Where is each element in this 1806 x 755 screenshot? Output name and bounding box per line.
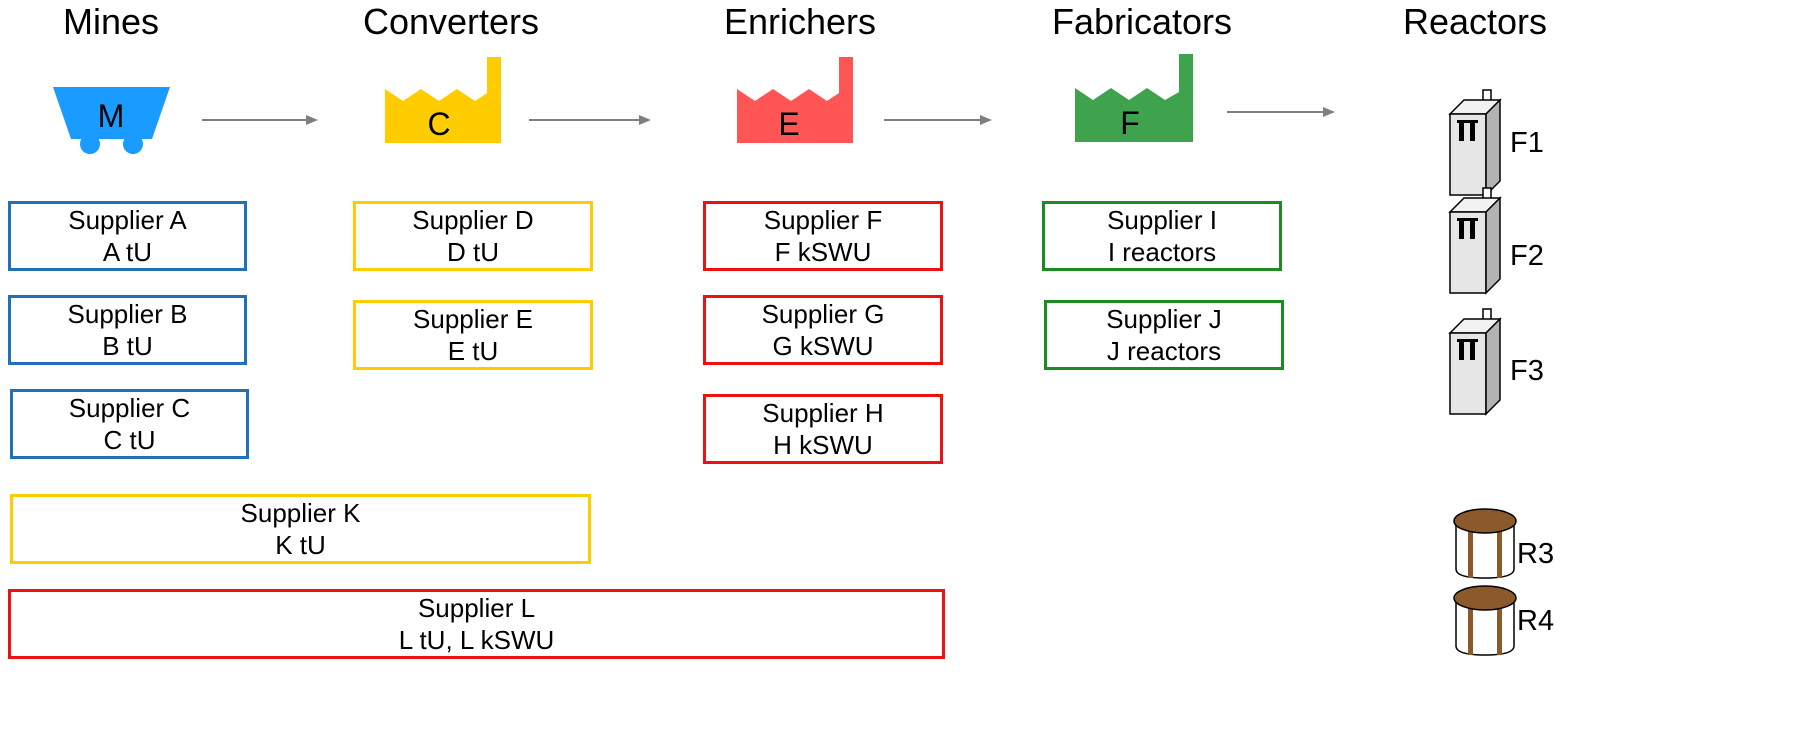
enricher-factory-icon: E [737,57,853,143]
supplier-box-j: Supplier J J reactors [1044,300,1284,370]
stage-title-fabricators: Fabricators [1051,1,1233,42]
fuel-assembly-icon [1448,187,1502,295]
converter-factory-icon: C [385,57,501,143]
supplier-capacity: D tU [447,237,499,267]
supplier-name: Supplier J [1106,304,1222,334]
supplier-box-d: Supplier D D tU [353,201,593,271]
supplier-name: Supplier D [412,205,534,235]
supplier-capacity: C tU [103,425,156,455]
stage-title-converters: Converters [362,1,540,42]
supplier-box-g: Supplier G G kSWU [703,295,943,365]
supplier-name: Supplier C [68,393,191,423]
mine-letter: M [98,98,125,134]
stage-title-mines: Mines [62,1,160,42]
fuel-assembly-icon [1448,89,1502,197]
reactor-label-r4: R4 [1517,605,1555,637]
reactor-label-f2: F2 [1510,240,1544,272]
supplier-name: Supplier F [763,205,883,235]
stage-title-reactors: Reactors [1402,1,1548,42]
supplier-box-l: Supplier L L tU, L kSWU [8,589,945,659]
supplier-capacity: A tU [102,237,153,267]
supplier-capacity: J reactors [1106,336,1222,366]
supplier-name: Supplier I [1107,205,1217,235]
mine-cart-wheel-left [80,134,100,154]
supplier-box-b: Supplier B B tU [8,295,247,365]
fuel-assembly-icon [1448,308,1502,416]
supplier-box-h: Supplier H H kSWU [703,394,943,464]
converter-factory-shape [385,57,501,143]
supplier-capacity: F kSWU [774,237,872,267]
reactor-vessel-icon [1453,508,1517,579]
fabricator-factory-icon: F [1075,54,1193,142]
enricher-factory-shape [737,57,853,143]
reactor-label-r3: R3 [1517,538,1555,570]
supplier-name: Supplier B [67,299,188,329]
arrow-mines-to-converters [202,115,318,125]
arrow-fabricators-to-reactors [1227,107,1335,117]
supplier-capacity: E tU [447,336,499,366]
supplier-name: Supplier H [762,398,884,428]
supplier-box-e: Supplier E E tU [353,300,593,370]
arrow-converters-to-enrichers [529,115,651,125]
supplier-box-a: Supplier A A tU [8,201,247,271]
mine-cart-wheel-right [123,134,143,154]
converter-letter: C [427,106,450,142]
arrow-enrichers-to-fabricators [884,115,992,125]
supplier-box-k: Supplier K K tU [10,494,591,564]
supplier-name: Supplier K [240,498,361,528]
supplier-box-c: Supplier C C tU [10,389,249,459]
supplier-capacity: B tU [102,331,153,361]
mine-cart-icon: M [53,87,170,154]
reactor-vessel-icon [1453,585,1517,656]
fabricator-letter: F [1120,105,1140,141]
enricher-letter: E [778,106,799,142]
reactor-label-f1: F1 [1510,127,1544,159]
supplier-capacity: K tU [275,530,326,560]
stage-title-enrichers: Enrichers [723,1,877,42]
supplier-capacity: G kSWU [772,331,874,361]
supplier-name: Supplier G [761,299,885,329]
supplier-box-i: Supplier I I reactors [1042,201,1282,271]
mine-cart-body [53,87,170,139]
supplier-capacity: I reactors [1107,237,1217,267]
reactor-label-f3: F3 [1510,355,1544,387]
supplier-box-f: Supplier F F kSWU [703,201,943,271]
supplier-capacity: L tU, L kSWU [398,625,555,655]
supplier-name: Supplier L [417,593,536,623]
supplier-capacity: H kSWU [773,430,873,460]
fabricator-factory-shape [1075,54,1193,142]
supplier-name: Supplier A [68,205,187,235]
supplier-name: Supplier E [413,304,533,334]
